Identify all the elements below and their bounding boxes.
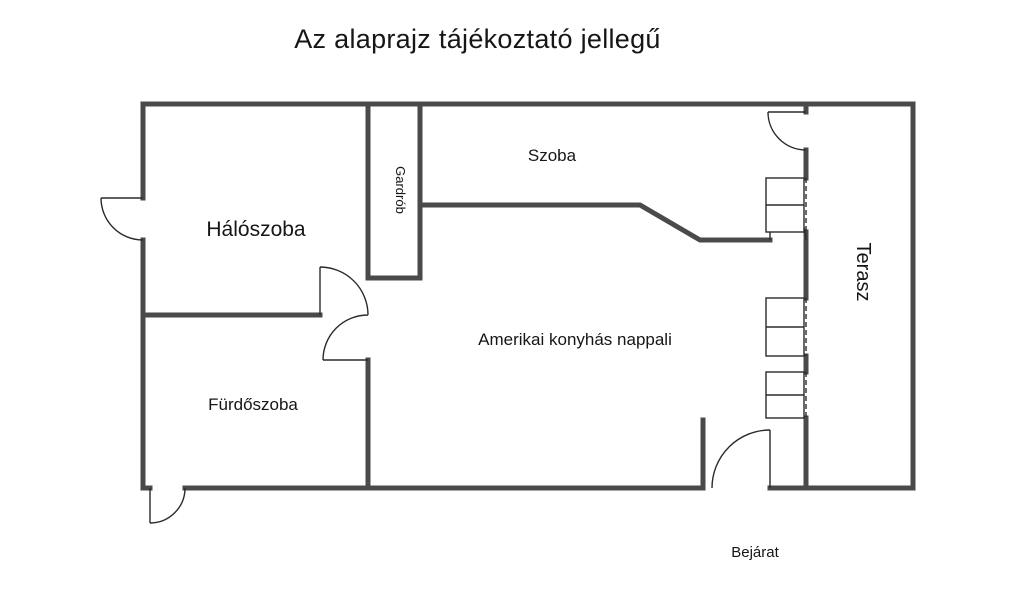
label-gardrob: Gardrób: [393, 166, 408, 214]
label-terasz: Terasz: [852, 243, 874, 302]
sill-lines: [766, 204, 804, 396]
plan-title: Az alaprajz tájékoztató jellegű: [294, 24, 661, 54]
walls: [140, 101, 916, 491]
label-furdoszoba: Fürdőszoba: [208, 395, 298, 414]
label-szoba: Szoba: [528, 146, 577, 165]
window-sills: [765, 177, 805, 419]
wall-outline: [140, 101, 916, 491]
room-labels: Hálószoba Gardrób Szoba Amerikai konyhás…: [206, 146, 874, 561]
thin-details: [100, 111, 807, 524]
label-nappali: Amerikai konyhás nappali: [478, 330, 672, 349]
label-haloszoba: Hálószoba: [206, 218, 306, 241]
label-bejarat: Bejárat: [731, 544, 779, 561]
